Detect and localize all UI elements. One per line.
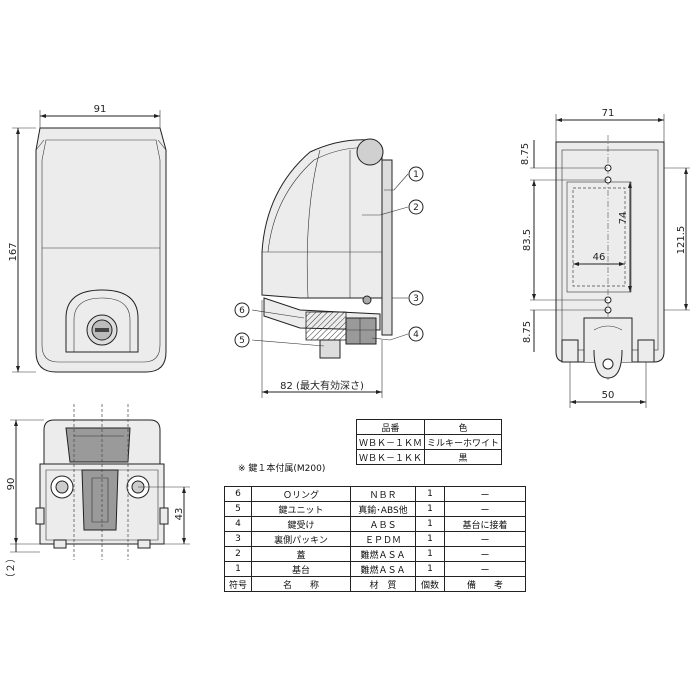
front-view [35,127,167,373]
part-name: 鍵受け [251,516,351,532]
parts-row: 1 基台 難燃ＡＳＡ 1 ー [224,561,526,577]
side-view [251,138,409,398]
dim-back-bottom-width: 50 [602,390,615,401]
model-table: 品番 色 ＷＢＫ－１ＫＭ ミルキーホワイト ＷＢＫ－１ＫＫ 黒 [355,419,503,465]
part-material: 真鍮･ABS他 [350,501,416,517]
dim-back-bottom-margin: 8.75 [522,321,533,343]
part-name: 裏側パッキン [251,531,351,547]
bottom-view [35,404,169,560]
part-remark: ー [444,486,526,502]
part-material: ＥＰＤＭ [350,531,416,547]
part-qty: 1 [415,501,445,517]
parts-header-qty: 個数 [415,576,445,592]
part-number: 2 [224,546,252,562]
parts-table: 6 Ｏリング ＮＢＲ 1 ー 5 鍵ユニット 真鍮･ABS他 1 ー 4 鍵受け… [224,486,526,592]
model-table-header-code: 品番 [355,419,426,435]
part-remark: ー [444,561,526,577]
model-code: ＷＢＫ－１ＫＫ [355,449,426,465]
part-qty: 1 [415,516,445,532]
part-name: 鍵ユニット [251,501,351,517]
part-material: ＮＢＲ [350,486,416,502]
part-material: ＡＢＳ [350,516,416,532]
front-dimensions [12,110,161,373]
parts-row: 4 鍵受け ＡＢＳ 1 基台に接着 [224,516,526,532]
part-qty: 1 [415,531,445,547]
back-dimensions [530,114,690,408]
callout-4: 4 [413,330,419,340]
dim-back-inner-height: 74 [618,212,629,225]
part-remark: ー [444,546,526,562]
callout-markers [234,166,424,348]
part-material: 難燃ＡＳＡ [350,546,416,562]
callout-3: 3 [413,294,419,304]
parts-header-material: 材 質 [350,576,416,592]
model-color: ミルキーホワイト [424,434,503,450]
dim-back-top-margin: 8.75 [520,143,531,165]
model-table-row: ＷＢＫ－１ＫＭ ミルキーホワイト [355,434,503,450]
parts-row: 3 裏側パッキン ＥＰＤＭ 1 ー [224,531,526,547]
dim-bottom-height: 90 [6,478,17,491]
parts-row: 6 Ｏリング ＮＢＲ 1 ー [224,486,526,502]
part-number: 4 [224,516,252,532]
callout-5: 5 [239,336,245,346]
parts-table-header: 符号 名 称 材 質 個数 備 考 [224,576,526,592]
dim-front-height: 167 [8,242,19,261]
part-name: 基台 [251,561,351,577]
callout-2: 2 [413,203,419,213]
dim-back-inner-width: 46 [593,252,606,263]
model-table-row: ＷＢＫ－１ＫＫ 黒 [355,449,503,465]
part-qty: 1 [415,561,445,577]
dim-bottom-offset: （２） [5,553,17,583]
parts-header-code: 符号 [224,576,252,592]
parts-row: 2 蓋 難燃ＡＳＡ 1 ー [224,546,526,562]
dim-bottom-mid-height: 43 [174,508,185,521]
part-material: 難燃ＡＳＡ [350,561,416,577]
model-table-header-color: 色 [424,419,503,435]
part-qty: 1 [415,486,445,502]
model-code: ＷＢＫ－１ＫＭ [355,434,426,450]
key-note: ※ 鍵１本付属(M200) [238,464,326,474]
part-name: 蓋 [251,546,351,562]
part-number: 3 [224,531,252,547]
dim-back-total-height: 121.5 [676,226,687,255]
part-remark: 基台に接着 [444,516,526,532]
callout-6: 6 [239,306,245,316]
part-qty: 1 [415,546,445,562]
part-number: 6 [224,486,252,502]
parts-header-remark: 備 考 [444,576,526,592]
part-remark: ー [444,501,526,517]
part-number: 1 [224,561,252,577]
part-remark: ー [444,531,526,547]
callout-1: 1 [413,170,419,180]
dim-back-hole-pitch: 83.5 [522,229,533,251]
dim-front-width: 91 [94,104,107,115]
model-table-header: 品番 色 [355,419,503,435]
bottom-dimensions [10,419,190,553]
parts-row: 5 鍵ユニット 真鍮･ABS他 1 ー [224,501,526,517]
part-number: 5 [224,501,252,517]
back-view [555,135,665,380]
parts-header-name: 名 称 [251,576,351,592]
part-name: Ｏリング [251,486,351,502]
dim-back-width: 71 [602,108,615,119]
model-color: 黒 [424,449,503,465]
dim-side-depth: 82 (最大有効深さ) [280,379,364,392]
